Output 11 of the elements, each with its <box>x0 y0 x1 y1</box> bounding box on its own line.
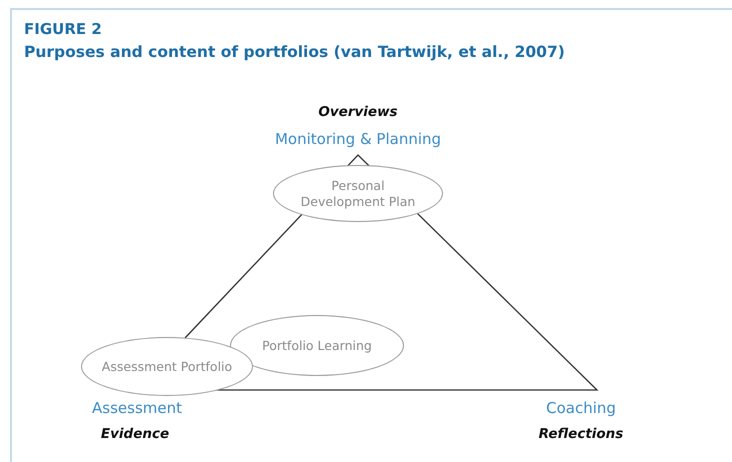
corner-heading: Reflections <box>538 426 624 442</box>
node-text: Portfolio Learning <box>262 338 372 354</box>
corner-label: Monitoring & Planning <box>274 130 442 148</box>
corner-heading: Overviews <box>318 104 398 120</box>
figure-number: FIGURE 2 <box>24 20 102 38</box>
node-text: Assessment Portfolio <box>102 358 232 374</box>
corner-label: Assessment <box>92 399 182 417</box>
corner-heading: Evidence <box>100 426 170 442</box>
corner-label: Coaching <box>546 399 616 417</box>
figure-title: Purposes and content of portfolios (van Tartwijk, et al., 2007) <box>24 43 565 61</box>
node-text: Personal Development Plan <box>300 178 416 210</box>
